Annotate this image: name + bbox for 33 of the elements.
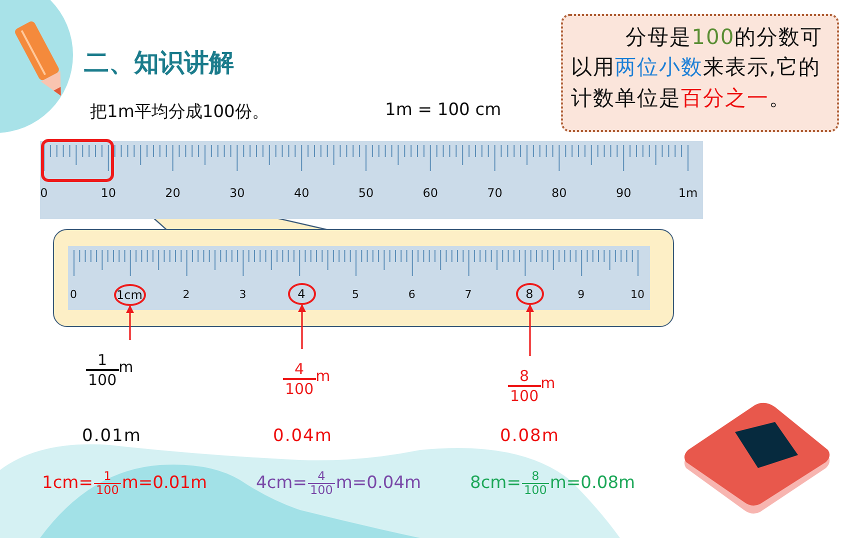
statement-text: 把1m平均分成100份。 [90,101,269,123]
arrow [526,304,534,356]
ruler-number: 40 [294,186,310,200]
decimal-value: 0.01m [82,426,142,446]
ruler-number: 10 [100,186,116,200]
circled-mark: 4 [288,282,316,304]
ruler-number: 5 [352,288,359,300]
ruler-number: 3 [239,288,246,300]
ruler-number: 0 [70,288,77,300]
equation-text: 1m = 100 cm [385,100,502,120]
arrow [298,304,306,349]
arrow [126,305,134,340]
ruler-number: 10 [630,288,644,300]
ruler-number: 30 [230,186,245,200]
ruler-number: 20 [165,186,180,200]
ruler-number: 2 [182,288,190,300]
ruler-number: 0 [40,186,48,200]
ruler-number: 7 [464,288,472,300]
ruler-number: 6 [408,288,416,300]
ruler-number: 70 [487,186,502,200]
ruler-number: 80 [552,186,567,200]
ruler-number: 90 [616,186,632,200]
circled-mark: 1cm [114,284,146,306]
note-box [561,14,839,132]
ruler-number: 50 [358,186,374,200]
ruler-number: 60 [422,186,438,200]
circled-mark: 8 [516,282,544,304]
decimal-value: 0.08m [500,426,560,446]
section-title: 二、知识讲解 [84,47,234,79]
ruler-number: 1m [678,186,698,200]
ruler-number: 9 [578,288,585,300]
note-text: 分母是 100的分数可以用两位小数来表示,它的计数单位是百分之一。 [571,24,824,112]
decimal-value: 0.04m [273,426,332,446]
